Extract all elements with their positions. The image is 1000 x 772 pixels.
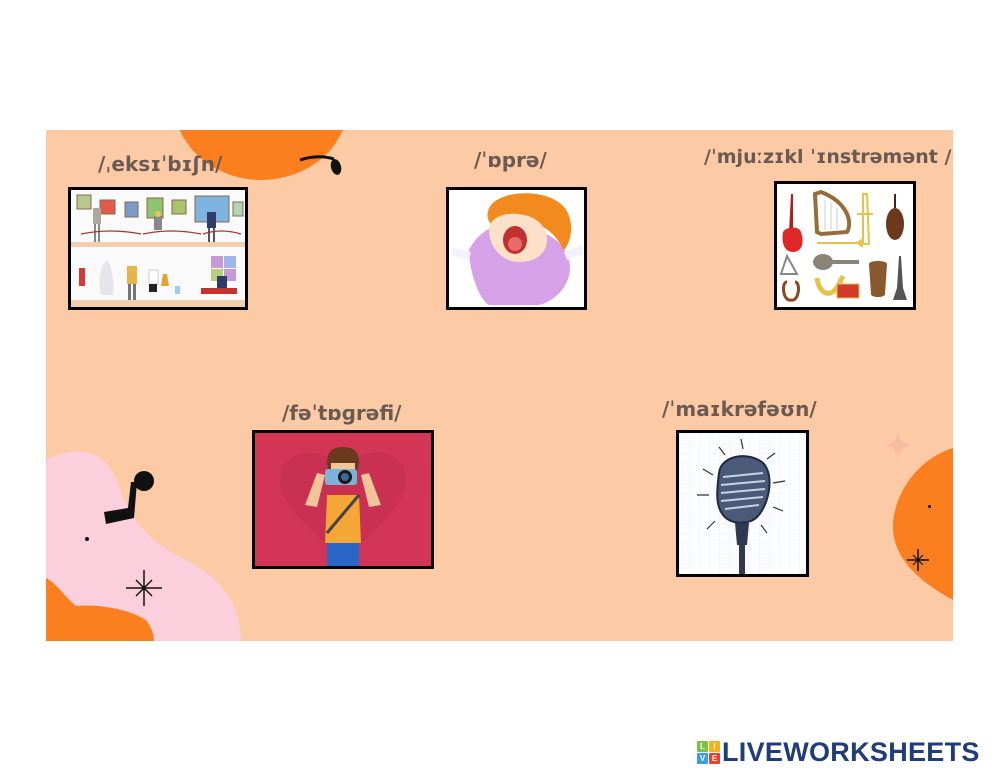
worksheet-board: /ˌeksɪˈbɪʃn/ /ˈɒprə/ /ˈmjuːzɪkl ˈɪnstrəm… — [46, 130, 953, 641]
phonetic-label-exhibition: /ˌeksɪˈbɪʃn/ — [98, 152, 223, 176]
photographer-image — [252, 430, 434, 569]
dot-decoration — [928, 505, 931, 508]
logo-letter-e: E — [709, 752, 720, 764]
orange-blob-right-decoration — [892, 448, 953, 600]
phonetic-label-musical-instrument: /ˈmjuːzɪkl ˈɪnstrəmənt / — [704, 146, 952, 168]
opera-singer-image — [446, 187, 587, 310]
logo-text: LIVEWORKSHEETS — [722, 736, 980, 767]
phonetic-label-photography: /fəˈtɒɡrəfi/ — [282, 401, 402, 425]
microphone-image — [676, 430, 809, 577]
logo-letter-grid: L I V E — [697, 740, 720, 764]
orange-blob-bottom-left-decoration — [46, 578, 154, 641]
logo-letter-v: V — [697, 752, 708, 764]
sparkle-icon — [907, 549, 929, 571]
logo-letter-i: I — [709, 740, 720, 752]
orange-blob-top-decoration — [179, 130, 343, 180]
sparkle-icon — [126, 570, 162, 606]
phonetic-label-microphone: /ˈmaɪkrəfəʊn/ — [662, 397, 817, 421]
music-note-bottom-icon — [104, 471, 154, 524]
phonetic-label-opera: /ˈɒprə/ — [474, 148, 547, 172]
exhibition-image — [68, 187, 248, 310]
dot-decoration — [85, 537, 89, 541]
music-note-top-icon — [299, 155, 342, 175]
musical-instruments-image — [774, 181, 916, 310]
faint-sparkle-icon — [884, 430, 912, 460]
liveworksheets-logo: L I V E LIVEWORKSHEETS — [697, 736, 980, 767]
pink-blob-decoration — [46, 451, 241, 641]
logo-letter-l: L — [697, 740, 708, 752]
